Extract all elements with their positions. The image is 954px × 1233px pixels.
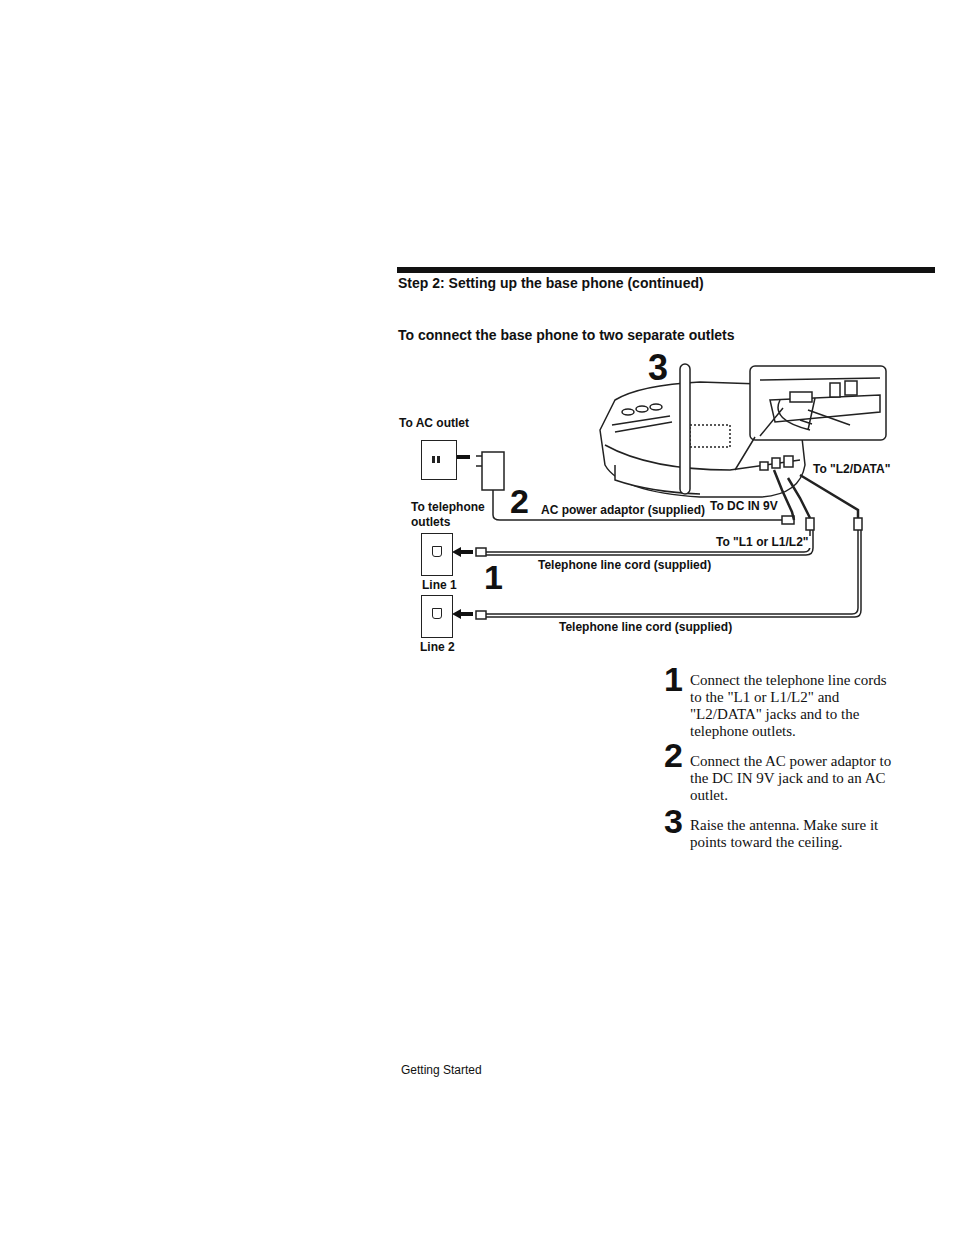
outlet-label: Line 1 — [422, 578, 457, 592]
step-number: 3 — [664, 804, 683, 838]
telephone-cords — [476, 475, 862, 619]
ac-adaptor — [476, 452, 794, 524]
outlet-note: To telephone outlets — [411, 500, 495, 530]
step-number: 1 — [664, 662, 683, 696]
section-header: Step 2: Setting up the base phone (conti… — [398, 276, 704, 290]
part-label: Telephone line cord (supplied) — [536, 559, 713, 571]
callout-number: 2 — [510, 484, 529, 518]
step-text: Raise the antenna. Make sure it points t… — [690, 817, 902, 851]
outlet-socket — [432, 456, 440, 463]
ac-outlet: To AC outlet — [421, 440, 457, 480]
step-text: Connect the AC power adaptor to the DC I… — [690, 753, 902, 804]
part-label: AC power adaptor (supplied) — [539, 504, 707, 516]
diagram-title: To connect the base phone to two separat… — [398, 327, 735, 343]
part-label: Telephone line cord (supplied) — [557, 621, 734, 633]
footer: Getting Started — [401, 1064, 482, 1076]
telephone-outlet: Line 2 — [421, 595, 453, 638]
outlet-plate — [421, 533, 453, 576]
outlet-socket — [432, 546, 442, 557]
antenna — [680, 364, 690, 494]
outlet-label: To AC outlet — [399, 416, 469, 430]
header-bar — [397, 267, 935, 273]
outlet-plate — [421, 595, 453, 638]
outlet-plate — [421, 440, 457, 480]
outlet-socket — [432, 608, 442, 619]
outlet-label: Line 2 — [420, 640, 455, 654]
step-number: 2 — [664, 738, 683, 772]
inset-detail — [735, 366, 886, 470]
step-text: Connect the telephone line cords to the … — [690, 672, 902, 740]
telephone-outlet: Line 1 — [421, 533, 453, 576]
callout-number: 1 — [484, 560, 503, 594]
callout-number: 3 — [648, 350, 668, 386]
jack-label: To "L2/DATA" — [811, 463, 892, 475]
jack-label: To DC IN 9V — [708, 500, 780, 512]
jack-label: To "L1 or L1/L2" — [714, 536, 811, 548]
